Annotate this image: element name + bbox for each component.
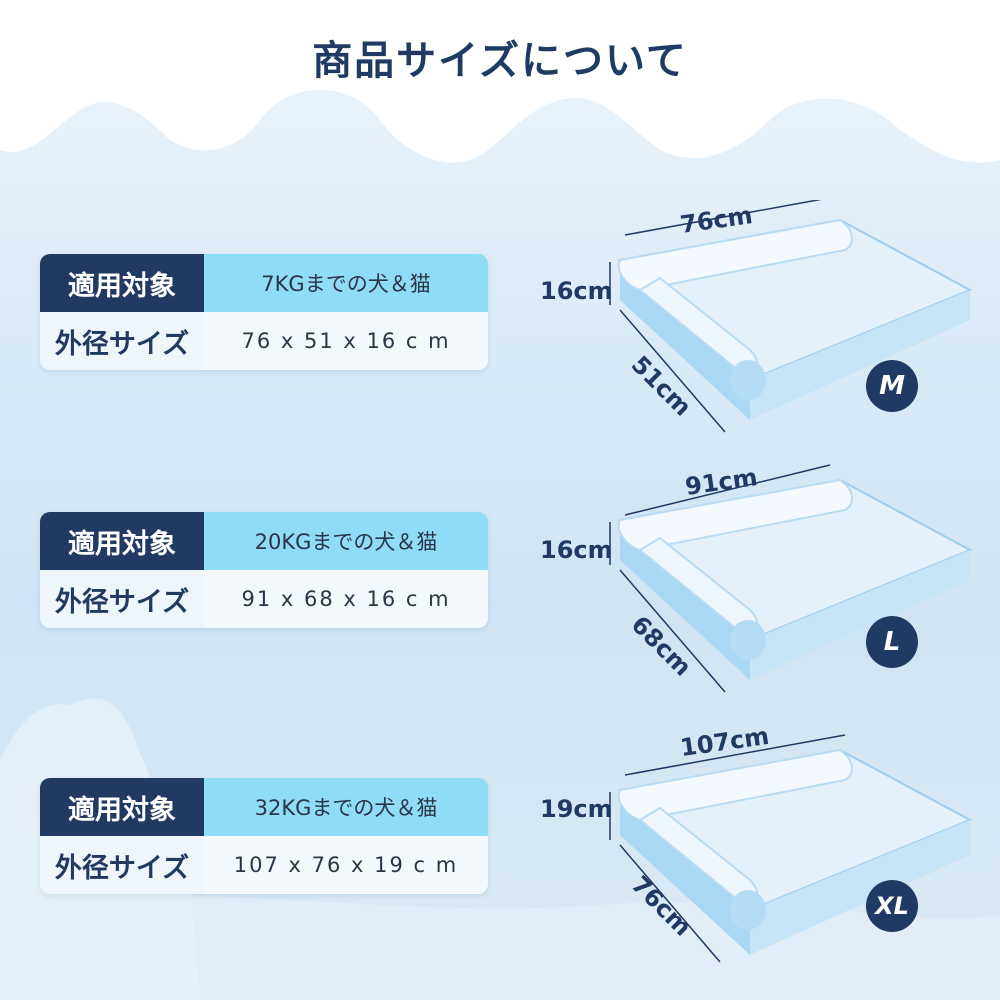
spec-row-size: 外径サイズ 76 x 51 x 16 c m <box>40 312 488 370</box>
bed-illustration-xl <box>609 734 973 963</box>
size-label: 外径サイズ <box>40 836 204 894</box>
spec-row-target: 適用対象 7KGまでの犬＆猫 <box>40 254 488 312</box>
height-label-xl: 19cm <box>540 795 613 823</box>
target-label: 適用対象 <box>40 778 204 836</box>
size-value: 107 x 76 x 19 c m <box>204 836 488 894</box>
target-value: 32KGまでの犬＆猫 <box>204 778 488 836</box>
size-value: 76 x 51 x 16 c m <box>204 312 488 370</box>
target-value: 20KGまでの犬＆猫 <box>204 512 488 570</box>
target-value: 7KGまでの犬＆猫 <box>204 254 488 312</box>
size-badge-l: L <box>866 616 918 668</box>
bed-illustration-l <box>609 464 973 693</box>
size-value: 91 x 68 x 16 c m <box>204 570 488 628</box>
spec-table-l: 適用対象 20KGまでの犬＆猫 外径サイズ 91 x 68 x 16 c m <box>40 512 488 628</box>
spec-row-target: 適用対象 32KGまでの犬＆猫 <box>40 778 488 836</box>
target-label: 適用対象 <box>40 254 204 312</box>
cloud-wave-band <box>0 0 1000 163</box>
spec-table-m: 適用対象 7KGまでの犬＆猫 外径サイズ 76 x 51 x 16 c m <box>40 254 488 370</box>
target-label: 適用対象 <box>40 512 204 570</box>
size-badge-m: M <box>866 360 918 412</box>
size-label: 外径サイズ <box>40 312 204 370</box>
bed-illustration-m <box>609 200 973 433</box>
size-badge-xl: XL <box>866 880 918 932</box>
spec-row-target: 適用対象 20KGまでの犬＆猫 <box>40 512 488 570</box>
size-label: 外径サイズ <box>40 570 204 628</box>
page-title: 商品サイズについて <box>312 38 688 84</box>
spec-table-xl: 適用対象 32KGまでの犬＆猫 外径サイズ 107 x 76 x 19 c m <box>40 778 488 894</box>
spec-row-size: 外径サイズ 107 x 76 x 19 c m <box>40 836 488 894</box>
height-label-l: 16cm <box>540 536 613 564</box>
spec-row-size: 外径サイズ 91 x 68 x 16 c m <box>40 570 488 628</box>
height-label-m: 16cm <box>540 277 613 305</box>
